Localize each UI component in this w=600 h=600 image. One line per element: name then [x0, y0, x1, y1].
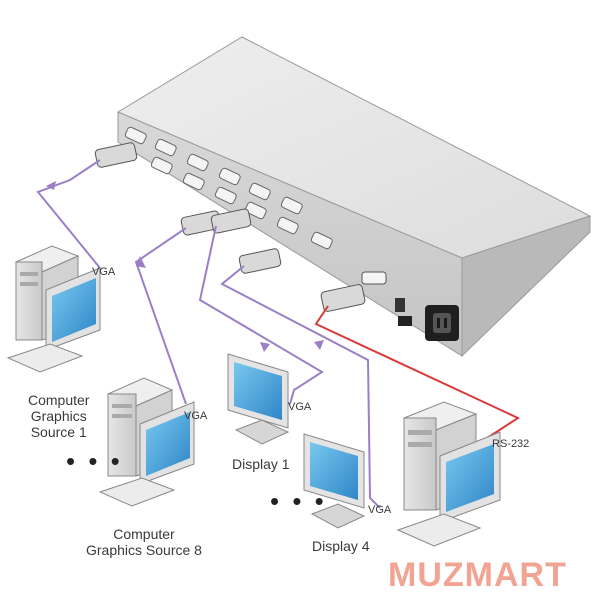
watermark-logo: MUZMART [388, 556, 567, 594]
computer-source-8 [98, 377, 195, 507]
vga-label-display-4: VGA [368, 504, 392, 516]
display-1-label: Display 1 [232, 456, 290, 472]
vga-cables [36, 159, 381, 509]
rs232-label: RS-232 [492, 438, 530, 450]
rs232-port [361, 271, 387, 285]
ellipsis-displays: • • • [270, 486, 327, 516]
source-1-label: Computer Graphics Source 1 [28, 392, 90, 440]
rs232-cable [314, 305, 521, 441]
display-4-label: Display 4 [312, 538, 370, 554]
vga-label-source-8: VGA [184, 410, 208, 422]
control-computer [396, 401, 501, 547]
display-1 [227, 353, 290, 445]
power-inlet [425, 305, 459, 341]
vga-label-display-1: VGA [288, 401, 312, 413]
display-4 [303, 433, 366, 529]
ellipsis-sources: • • • [66, 446, 123, 476]
source-8-label: Computer Graphics Source 8 [86, 526, 202, 558]
vga-plug [94, 142, 366, 312]
control-switches [395, 298, 412, 326]
matrix-switcher [116, 36, 592, 358]
computer-source-1 [6, 245, 101, 373]
vga-port-grid [124, 126, 333, 250]
vga-label-source-1: VGA [92, 266, 116, 278]
